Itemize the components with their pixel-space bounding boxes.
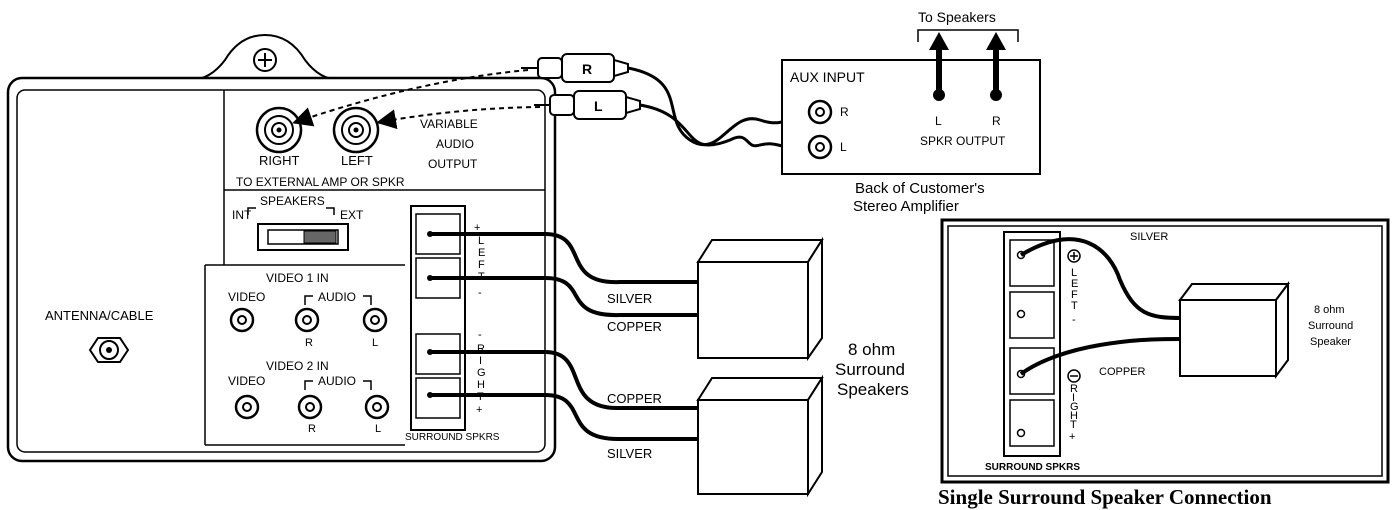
inset-speaker	[1178, 281, 1290, 379]
wire-silver-top: SILVER	[607, 291, 652, 306]
speakers-label-line2: Surround	[835, 360, 905, 379]
single-speaker-inset: L E F T - R I G H T + SURROUND SPKRS SIL…	[940, 218, 1390, 484]
inset-right-h: H	[1070, 410, 1078, 422]
wire-silver-bottom: SILVER	[607, 446, 652, 461]
video2-audio-label: AUDIO	[318, 374, 356, 388]
spkr-output-r-terminal[interactable]	[986, 32, 1006, 101]
right-minus-sign: -	[478, 329, 482, 341]
inset-copper-label: COPPER	[1099, 366, 1146, 378]
aux-input-label: AUX INPUT	[790, 69, 865, 85]
panel-screw-icon	[253, 48, 277, 72]
spkr-output-label: SPKR OUTPUT	[920, 134, 1006, 148]
aux-l-jack[interactable]	[807, 134, 833, 160]
r-plug[interactable]	[521, 53, 629, 83]
video2-in-label: VIDEO 2 IN	[266, 359, 329, 373]
r-plug-label: R	[582, 61, 592, 77]
aux-l-label: L	[840, 140, 847, 154]
inset-surround-spkrs: SURROUND SPKRS	[985, 462, 1080, 473]
spkr-r-label: R	[992, 114, 1001, 128]
amp-caption-line1: Back of Customer's	[855, 180, 985, 197]
right-text-r: R	[477, 343, 485, 355]
l-plug-label: L	[594, 98, 603, 114]
video1-audio-l-jack[interactable]	[362, 307, 388, 333]
video1-audio-label: AUDIO	[318, 290, 356, 304]
speakers-label-line3: Speakers	[837, 380, 909, 399]
inset-right-g: G	[1070, 401, 1079, 413]
left-jack-label: LEFT	[341, 153, 373, 168]
speakers-label-line1: 8 ohm	[848, 340, 895, 359]
stereo-amplifier: AUX INPUT R L To Speakers L R SPKR OUTPU…	[781, 9, 1041, 215]
antenna-cable-label: ANTENNA/CABLE	[45, 308, 154, 323]
wire-copper-top: COPPER	[607, 319, 662, 334]
inset-speaker-line3: Speaker	[1310, 336, 1351, 348]
left-text-l: L	[478, 235, 484, 247]
inset-left-t: T	[1071, 300, 1078, 312]
wire-copper-bottom: COPPER	[607, 391, 662, 406]
antenna-connector[interactable]	[88, 337, 130, 363]
surround-speaker-right	[696, 374, 824, 498]
inset-right-t: T	[1070, 419, 1077, 431]
right-plus-sign: +	[476, 404, 482, 416]
variable-label: VARIABLE	[420, 117, 478, 131]
inset-right-i: I	[1072, 392, 1075, 404]
left-minus-sign: -	[478, 287, 482, 299]
inset-right-plus: +	[1069, 431, 1075, 443]
aux-r-jack[interactable]	[807, 99, 833, 125]
l-plug[interactable]	[534, 90, 641, 120]
video2-r-label: R	[308, 423, 316, 435]
terminal-right-plus[interactable]	[415, 377, 461, 419]
surround-wires	[430, 232, 700, 442]
surround-speaker-left	[696, 236, 824, 362]
right-output-jack[interactable]	[255, 106, 303, 154]
inset-minus-marker-icon	[1067, 369, 1081, 383]
right-text-g: G	[477, 367, 486, 379]
left-plus-sign: +	[474, 222, 480, 234]
video1-audio-r-jack[interactable]	[294, 307, 320, 333]
video1-in-label: VIDEO 1 IN	[266, 271, 329, 285]
spkr-l-label: L	[935, 114, 942, 128]
left-text-e: E	[478, 247, 485, 259]
video2-l-label: L	[375, 423, 381, 435]
left-output-jack[interactable]	[332, 106, 380, 154]
video2-audio-r-jack[interactable]	[297, 394, 323, 420]
amp-caption-line2: Stereo Amplifier	[853, 198, 959, 215]
to-speakers-label: To Speakers	[918, 9, 996, 25]
inset-terminal-2[interactable]	[1009, 291, 1055, 339]
inset-terminal-4[interactable]	[1009, 399, 1055, 447]
external-amp-label: TO EXTERNAL AMP OR SPKR	[236, 175, 405, 189]
int-label: INT	[232, 208, 252, 222]
inset-silver-label: SILVER	[1130, 231, 1168, 243]
spkr-output-l-terminal[interactable]	[929, 32, 949, 101]
right-text-h: H	[477, 379, 485, 391]
right-text-i: I	[479, 355, 482, 367]
video2-audio-l-jack[interactable]	[364, 394, 390, 420]
right-jack-label: RIGHT	[259, 153, 300, 168]
video1-l-label: L	[372, 337, 378, 349]
inset-speaker-line1: 8 ohm	[1314, 304, 1345, 316]
inset-left-f: F	[1071, 289, 1078, 301]
speakers-switch[interactable]	[257, 223, 349, 251]
inset-right-r: R	[1070, 383, 1078, 395]
speakers-switch-title: SPEAKERS	[260, 194, 325, 208]
ext-label: EXT	[340, 208, 364, 222]
inset-plus-marker-icon	[1067, 249, 1081, 263]
audio-label: AUDIO	[436, 137, 474, 151]
inset-left-minus: -	[1072, 314, 1076, 326]
left-text-f: F	[478, 259, 485, 271]
video2-video-jack[interactable]	[234, 394, 260, 420]
inset-speaker-line2: Surround	[1308, 320, 1353, 332]
video1-video-label: VIDEO	[228, 290, 265, 304]
inset-terminal-3[interactable]	[1009, 347, 1055, 395]
tv-rear-panel: RIGHT LEFT VARIABLE AUDIO OUTPUT TO EXTE…	[6, 33, 557, 463]
video1-video-jack[interactable]	[229, 307, 255, 333]
inset-caption: Single Surround Speaker Connection	[938, 485, 1272, 509]
aux-r-label: R	[840, 105, 849, 119]
inset-left-e: E	[1071, 278, 1078, 290]
video2-video-label: VIDEO	[228, 374, 265, 388]
video1-r-label: R	[305, 337, 313, 349]
inset-left-l: L	[1071, 267, 1077, 279]
surround-spkrs-label: SURROUND SPKRS	[405, 432, 500, 443]
output-label: OUTPUT	[428, 157, 478, 171]
